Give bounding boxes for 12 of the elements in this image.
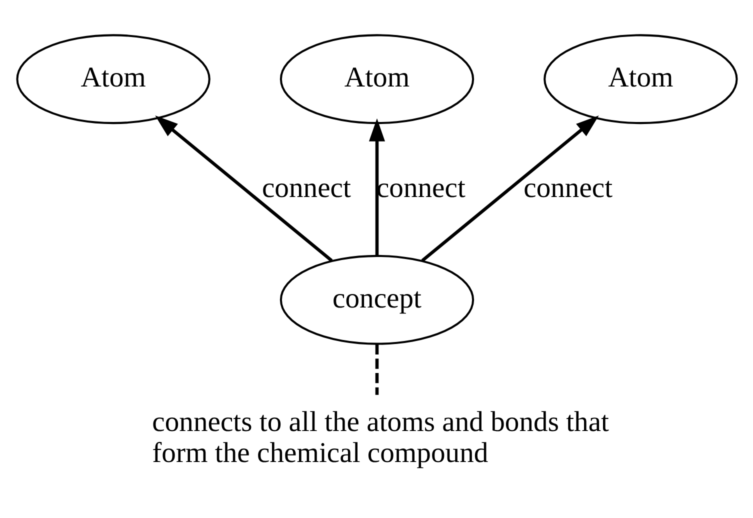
node-ellipse: Atom [16,34,210,124]
node-ellipse: Atom [543,34,738,124]
edge-label: connect [376,173,465,204]
node-ellipse: concept [279,254,474,345]
edge-label: connect [261,173,350,204]
connector [374,344,378,395]
arrow [154,116,332,262]
arrow [420,116,598,262]
node-text: connects to all the atoms and bonds that form the chemical compound [152,407,609,469]
node-ellipse: Atom [279,34,474,124]
arrow [368,118,385,256]
edge-label: connect [523,173,612,204]
